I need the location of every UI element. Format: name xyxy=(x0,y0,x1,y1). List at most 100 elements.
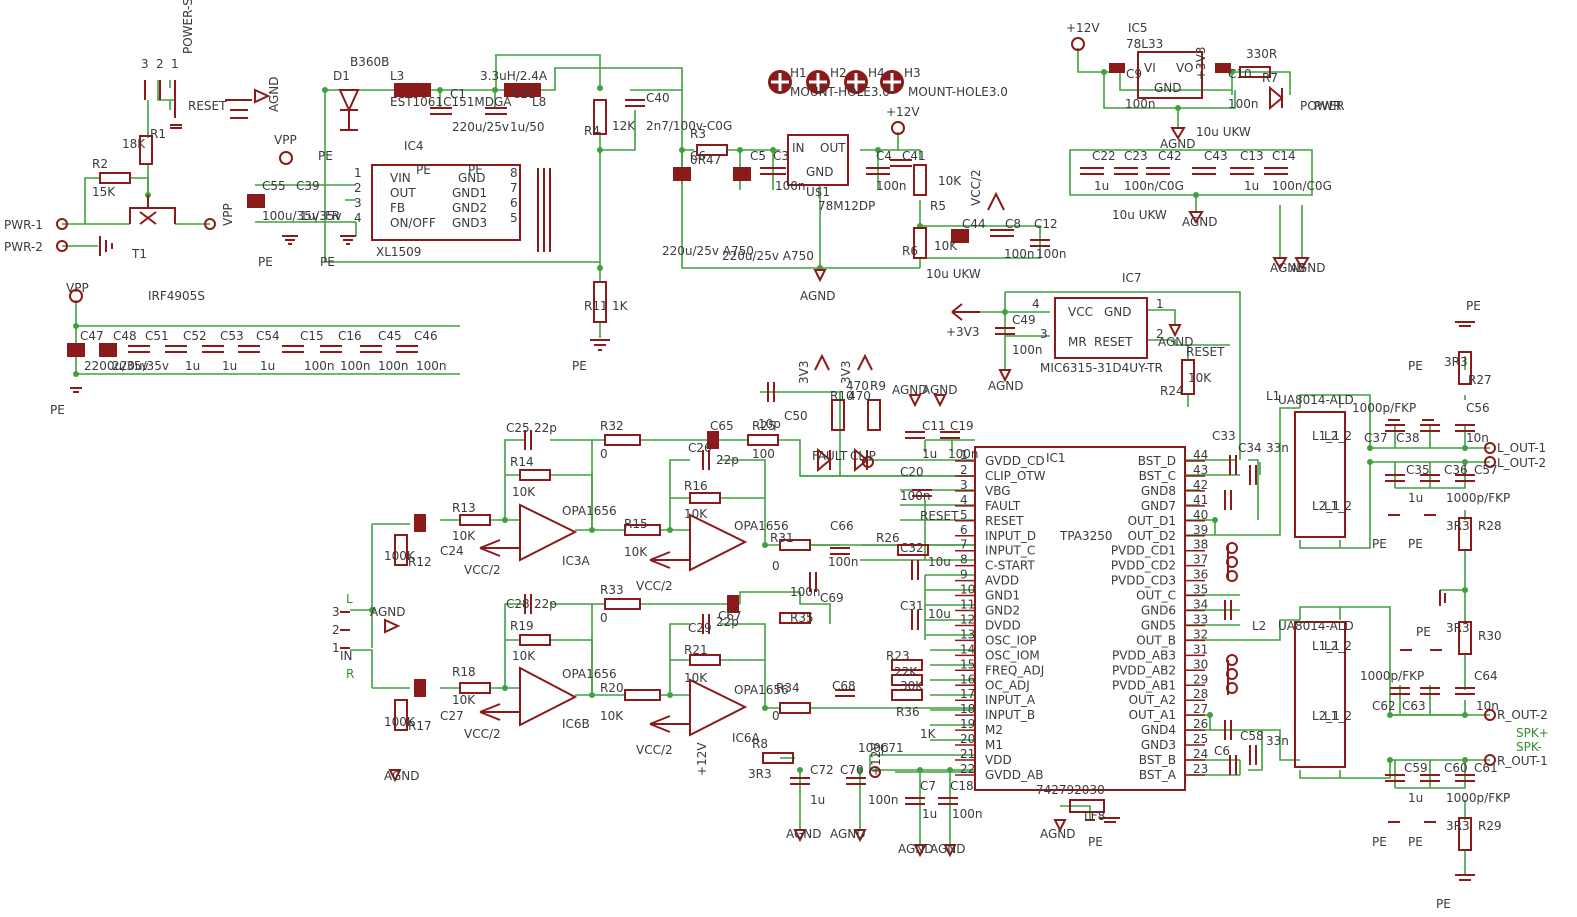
component-label: R25 xyxy=(752,419,776,433)
component-label: 330R xyxy=(1246,47,1277,61)
component-label: EST1061C151MDGA xyxy=(390,95,512,109)
ic1-pin-name: OC_ADJ xyxy=(985,678,1030,692)
component-label: C32 xyxy=(900,541,924,555)
component-label: 100n xyxy=(1036,247,1067,261)
ic1-pin-name: OUT_A2 xyxy=(1129,693,1176,707)
ic1-pin-number: 27 xyxy=(1193,702,1208,716)
ic3a-name: IC3A xyxy=(562,554,591,568)
svg-text:VIN: VIN xyxy=(390,171,411,185)
component-label: 3R3 xyxy=(1444,355,1468,369)
reset-sw-label: RESET xyxy=(188,99,227,113)
component-label: 100n/C0G xyxy=(1272,179,1332,193)
component-label: C50 xyxy=(784,409,808,423)
ic7-part: MIC6315-31D4UY-TR xyxy=(1040,361,1163,375)
component-label: C63 xyxy=(1402,699,1426,713)
component-label: C27 xyxy=(440,709,464,723)
component-label: 1u/35v xyxy=(300,209,342,223)
pe-label: PE xyxy=(1408,537,1423,551)
component-label: FR xyxy=(325,209,340,223)
ic1-pin-name: PVDD_AB1 xyxy=(1112,678,1176,692)
ic1-pin-number: 43 xyxy=(1193,463,1208,477)
ic1-pin-number: 16 xyxy=(960,672,975,686)
component-label: C6 xyxy=(1214,744,1230,758)
pe-label: PE xyxy=(1408,359,1423,373)
mount-hole-icon xyxy=(844,70,868,94)
component-label: C66 xyxy=(830,519,854,533)
component-label: H1 xyxy=(790,66,807,80)
ground-icon xyxy=(1170,127,1186,140)
opamp-part: OPA1656 xyxy=(734,519,789,533)
component-label: R20 xyxy=(600,681,624,695)
component-label: 100n xyxy=(900,489,931,503)
component-label: C20 xyxy=(900,465,924,479)
component-label: C57 xyxy=(1474,463,1498,477)
component-label: 470 xyxy=(848,389,871,403)
ground-icon xyxy=(254,88,401,634)
pe-label: PE xyxy=(1408,835,1423,849)
ground-icon xyxy=(388,769,402,783)
ic1-pin-name: OUT_C xyxy=(1136,589,1176,603)
ic1-pin-number: 44 xyxy=(1193,448,1208,462)
agnd-label: AGND xyxy=(267,76,281,112)
component-label: C71 xyxy=(880,741,904,755)
vcc2-label: VCC/2 xyxy=(464,563,501,577)
component-label: C54 xyxy=(256,329,280,343)
ground-icon xyxy=(1053,819,1067,833)
ic7-body xyxy=(1054,297,1148,359)
v3v3-net: 3V3 xyxy=(839,361,853,384)
ic6b-name: IC6B xyxy=(562,717,590,731)
vcc2-label: VCC/2 xyxy=(636,743,673,757)
component-label: C69 xyxy=(820,591,844,605)
component-label: 10K xyxy=(684,507,708,521)
component-label: 1000p/FKP xyxy=(1360,669,1424,683)
component-label: 10K xyxy=(512,649,536,663)
component-label: R1 xyxy=(150,127,166,141)
component-label: 100n xyxy=(1228,97,1259,111)
ic1-pin-number: 14 xyxy=(960,642,975,656)
ground-icon xyxy=(1188,211,1204,224)
ic1-body xyxy=(974,446,1186,791)
component-label: C56 xyxy=(1466,401,1490,415)
ic1-pin-number: 38 xyxy=(1193,538,1208,552)
component-label: 1K xyxy=(612,299,629,313)
ic1-pin-name: GND8 xyxy=(1141,484,1176,498)
p12v-label: +12V xyxy=(886,105,920,119)
u1-name: U$1 xyxy=(806,185,830,199)
component-label: 100n xyxy=(876,179,907,193)
u1-body xyxy=(787,134,849,186)
ground-icon xyxy=(908,394,947,408)
pe-label: PE xyxy=(318,149,333,163)
opamp-part: OPA1656 xyxy=(734,683,789,697)
mount-hole-icon xyxy=(806,70,830,94)
component-label: C45 xyxy=(378,329,402,343)
u1-part: 78M12DP xyxy=(818,199,875,213)
ic1-name: IC1 xyxy=(1046,451,1066,465)
component-label: R12 xyxy=(408,555,432,569)
svg-text:3: 3 xyxy=(354,196,362,210)
component-label: B360B xyxy=(350,55,389,69)
component-label: C9 xyxy=(1126,67,1142,81)
component-bodies xyxy=(67,51,1475,851)
component-label: 3.3uH/2.4A xyxy=(480,69,548,83)
ic1-pin-name: BST_D xyxy=(1138,454,1176,468)
ic1-pin-number: 23 xyxy=(1193,762,1208,776)
vcc2-arrow-icon xyxy=(987,191,1005,211)
ic3a-body xyxy=(519,503,578,562)
component-label: R8 xyxy=(752,737,768,751)
pwr1-pad xyxy=(56,218,68,230)
component-label: C49 xyxy=(1012,313,1036,327)
component-label: 12K xyxy=(612,119,636,133)
in-pin1: 1 xyxy=(332,641,340,655)
component-label: R34 xyxy=(776,681,800,695)
component-label: PWR xyxy=(1314,99,1341,113)
component-label: C8 xyxy=(1005,217,1021,231)
component-label: 0 xyxy=(600,611,608,625)
component-label: 18K xyxy=(122,137,146,151)
component-label: C48 xyxy=(113,329,137,343)
component-label: C22 xyxy=(1092,149,1116,163)
ic1-pin-number: 11 xyxy=(960,598,975,612)
r-out1-label: R_OUT-1 xyxy=(1497,754,1548,768)
p12v-label: +12V xyxy=(869,742,883,776)
component-label: R5 xyxy=(930,199,946,213)
component-label: C13 xyxy=(1240,149,1264,163)
